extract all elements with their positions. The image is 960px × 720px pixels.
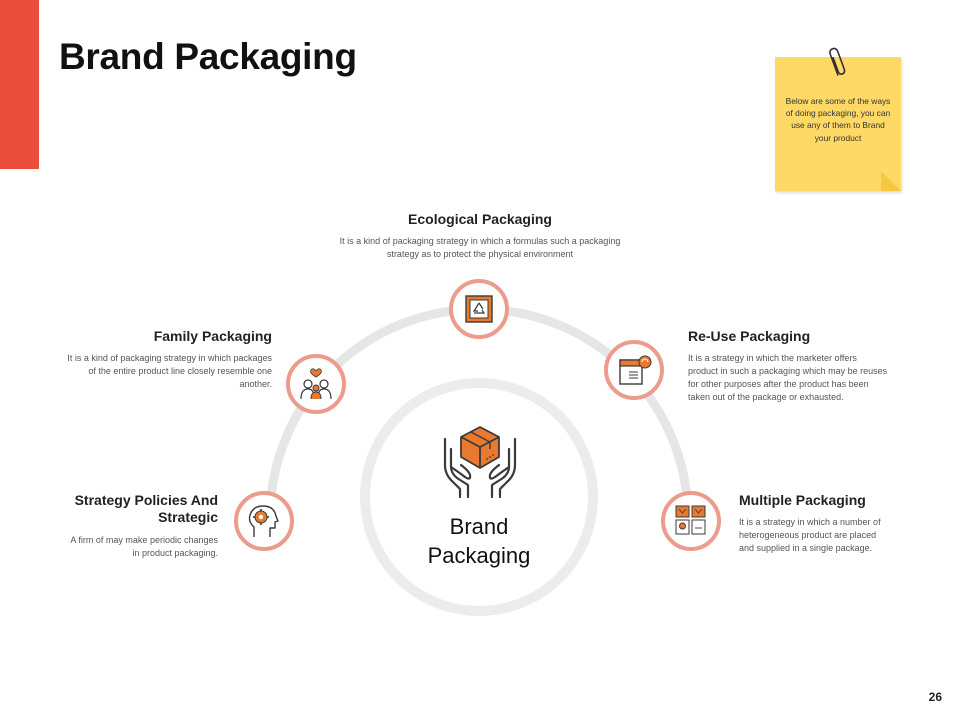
- multiple-description: It is a strategy in which a number of he…: [739, 517, 881, 553]
- node-reuse: [604, 340, 664, 400]
- node-multiple: [661, 491, 721, 551]
- family-heading: Family Packaging: [153, 328, 272, 344]
- family-icon: [300, 368, 332, 400]
- reuse-heading: Re-Use Packaging: [688, 328, 811, 344]
- hands-holding-box-icon: [443, 426, 517, 499]
- ecological-description: It is a kind of packaging strategy in wh…: [339, 236, 621, 259]
- ecological-heading: Ecological Packaging: [408, 211, 552, 227]
- family-description: It is a kind of packaging strategy in wh…: [67, 353, 272, 389]
- sticky-note: Below are some of the ways of doing pack…: [775, 47, 901, 191]
- strategy-description: A firm of may make periodic changes in p…: [70, 535, 218, 558]
- node-family: [286, 354, 346, 414]
- center-title-line1: Brand: [449, 514, 509, 539]
- multiple-heading: Multiple Packaging: [739, 492, 866, 508]
- sticky-note-paper: [775, 57, 901, 191]
- center-title: Brand Packaging: [379, 512, 579, 570]
- strategy-heading: Strategy Policies And Strategic: [74, 492, 218, 525]
- accent-bar: [0, 0, 39, 169]
- reuse-box-icon: [619, 355, 652, 385]
- page-number: 26: [928, 690, 942, 704]
- multiple-boxes-icon: [675, 505, 706, 535]
- recycle-box-icon: [465, 295, 493, 323]
- node-strategy: [234, 491, 294, 551]
- page-title: Brand Packaging: [59, 36, 357, 77]
- head-gear-icon: [248, 505, 279, 537]
- paperclip-icon: [829, 47, 846, 76]
- reuse-description: It is a strategy in which the marketer o…: [688, 353, 888, 402]
- center-title-line2: Packaging: [427, 543, 531, 568]
- sticky-note-curl: [881, 171, 901, 191]
- node-ecological: [449, 279, 509, 339]
- center-ring: [360, 378, 598, 616]
- sticky-note-text: Below are some of the ways of doing pack…: [785, 96, 891, 143]
